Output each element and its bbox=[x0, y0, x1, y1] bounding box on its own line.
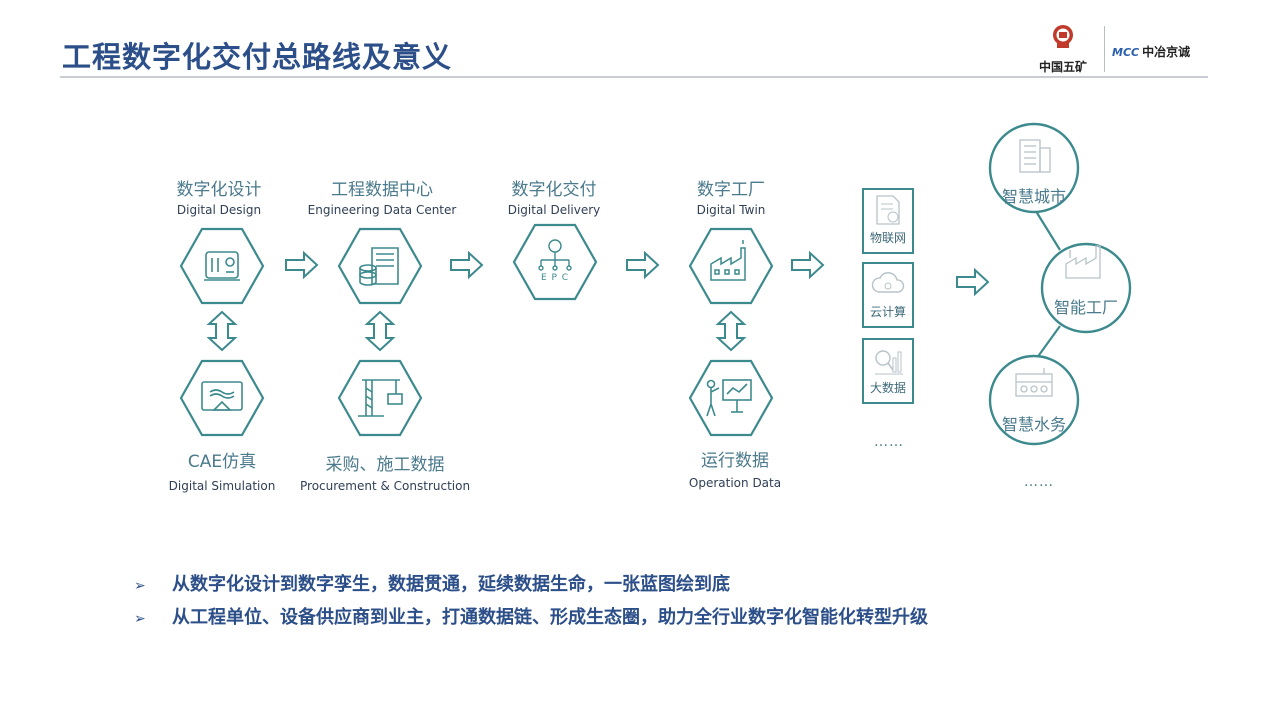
tech-box-label: 物联网 bbox=[869, 231, 906, 245]
stage-label-en: Procurement & Construction bbox=[300, 479, 471, 493]
outcome-circle-smart-water bbox=[988, 354, 1080, 446]
stage-label-en: Digital Twin bbox=[696, 203, 766, 217]
outcome-circle-smart-factory bbox=[1040, 242, 1132, 334]
right-arrow-icon bbox=[626, 250, 660, 280]
logo-divider bbox=[1104, 26, 1105, 72]
up-down-arrow-icon bbox=[715, 310, 747, 352]
hexagon-cae-simulation bbox=[179, 359, 265, 437]
tech-ellipsis: …… bbox=[874, 434, 904, 450]
stage-label-en: Digital Simulation bbox=[168, 479, 276, 493]
mcc-logo-text: 中冶京诚 bbox=[1142, 45, 1191, 59]
outcome-label: 智慧水务 bbox=[1001, 415, 1066, 434]
mcc-mark: MCC bbox=[1112, 46, 1140, 59]
hexagon-digital-delivery bbox=[512, 223, 598, 301]
stage-procurement-label: 采购、施工数据 Procurement & Construction bbox=[300, 450, 470, 493]
stage-label-en: Digital Design bbox=[176, 203, 262, 217]
stage-label-en: Digital Delivery bbox=[507, 203, 601, 217]
presentation-icon bbox=[706, 379, 752, 417]
header-rule bbox=[60, 76, 1208, 78]
epc-network-icon bbox=[538, 239, 572, 271]
stage-cae-simulation-label: CAE仿真 Digital Simulation bbox=[160, 447, 284, 493]
bullet-arrow-icon: ➢ bbox=[134, 611, 146, 627]
outcome-label: 智能工厂 bbox=[1053, 298, 1118, 317]
cloud-icon bbox=[871, 272, 905, 293]
water-facility-icon bbox=[1015, 368, 1053, 397]
stage-data-center-label: 工程数据中心 Engineering Data Center bbox=[300, 175, 464, 217]
city-building-icon bbox=[1019, 139, 1051, 173]
bullet-text: 从数字化设计到数字孪生，数据贯通，延续数据生命，一张蓝图绘到底 bbox=[172, 574, 730, 595]
bullet-item: ➢ 从工程单位、设备供应商到业主，打通数据链、形成生态圈，助力全行业数字化智能化转… bbox=[134, 603, 928, 629]
factory-icon bbox=[710, 240, 746, 281]
outcome-circle-smart-city bbox=[988, 122, 1080, 214]
server-database-icon bbox=[359, 247, 399, 286]
stage-label-cn: 运行数据 bbox=[701, 451, 769, 471]
tech-box-label: 大数据 bbox=[869, 381, 906, 395]
hexagon-digital-twin bbox=[688, 227, 774, 305]
hexagon-operation-data bbox=[688, 359, 774, 437]
stage-label-cn: 数字化设计 bbox=[176, 180, 262, 200]
bullet-text: 从工程单位、设备供应商到业主，打通数据链、形成生态圈，助力全行业数字化智能化转型… bbox=[172, 607, 928, 628]
right-arrow-icon bbox=[285, 250, 319, 280]
stage-label-en: Engineering Data Center bbox=[307, 203, 457, 217]
smart-factory-icon bbox=[1065, 245, 1101, 279]
right-arrow-icon bbox=[791, 250, 825, 280]
outcome-label: 智慧城市 bbox=[1001, 187, 1066, 206]
stage-digital-twin-label: 数字工厂 Digital Twin bbox=[674, 175, 788, 217]
blueprint-icon bbox=[204, 251, 240, 281]
crane-icon bbox=[358, 379, 403, 417]
hexagon-procurement bbox=[337, 359, 423, 437]
stage-label-cn: 数字工厂 bbox=[697, 180, 765, 200]
stage-label-cn: 数字化交付 bbox=[511, 180, 597, 200]
bullet-arrow-icon: ➢ bbox=[134, 578, 146, 594]
tech-box-bigdata: 大数据 bbox=[862, 338, 914, 404]
minmetals-logo: 中国五矿 bbox=[1028, 24, 1098, 76]
outcome-ellipsis: …… bbox=[1024, 474, 1054, 490]
bullet-item: ➢ 从数字化设计到数字孪生，数据贯通，延续数据生命，一张蓝图绘到底 bbox=[134, 570, 730, 596]
minmetals-logo-text: 中国五矿 bbox=[1038, 60, 1087, 74]
simulation-screen-icon bbox=[201, 381, 243, 411]
hexagon-digital-design bbox=[179, 227, 265, 305]
stage-label-cn: 工程数据中心 bbox=[331, 180, 433, 200]
stage-label-en: Operation Data bbox=[688, 476, 782, 490]
stage-operation-data-label: 运行数据 Operation Data bbox=[675, 446, 795, 490]
stage-digital-delivery-label: 数字化交付 Digital Delivery bbox=[490, 175, 618, 217]
stage-digital-design-label: 数字化设计 Digital Design bbox=[162, 175, 276, 217]
up-down-arrow-icon bbox=[364, 310, 396, 352]
stage-label-cn: CAE仿真 bbox=[187, 452, 257, 472]
minmetals-emblem-icon bbox=[1053, 25, 1073, 48]
hexagon-data-center bbox=[337, 227, 423, 305]
epc-icon-label: E P C bbox=[540, 273, 570, 283]
stage-label-cn: 采购、施工数据 bbox=[325, 455, 445, 475]
flow-arrows bbox=[285, 250, 990, 297]
iot-document-icon bbox=[876, 195, 900, 225]
right-arrow-icon bbox=[956, 267, 990, 297]
bigdata-chart-icon bbox=[875, 350, 903, 375]
tech-box-iot: 物联网 bbox=[862, 188, 914, 254]
right-arrow-icon bbox=[450, 250, 484, 280]
up-down-arrow-icon bbox=[206, 310, 238, 352]
bidirectional-arrows bbox=[206, 310, 747, 352]
tech-box-label: 云计算 bbox=[869, 305, 906, 319]
tech-box-cloud: 云计算 bbox=[862, 262, 914, 328]
page-title: 工程数字化交付总路线及意义 bbox=[62, 40, 453, 74]
